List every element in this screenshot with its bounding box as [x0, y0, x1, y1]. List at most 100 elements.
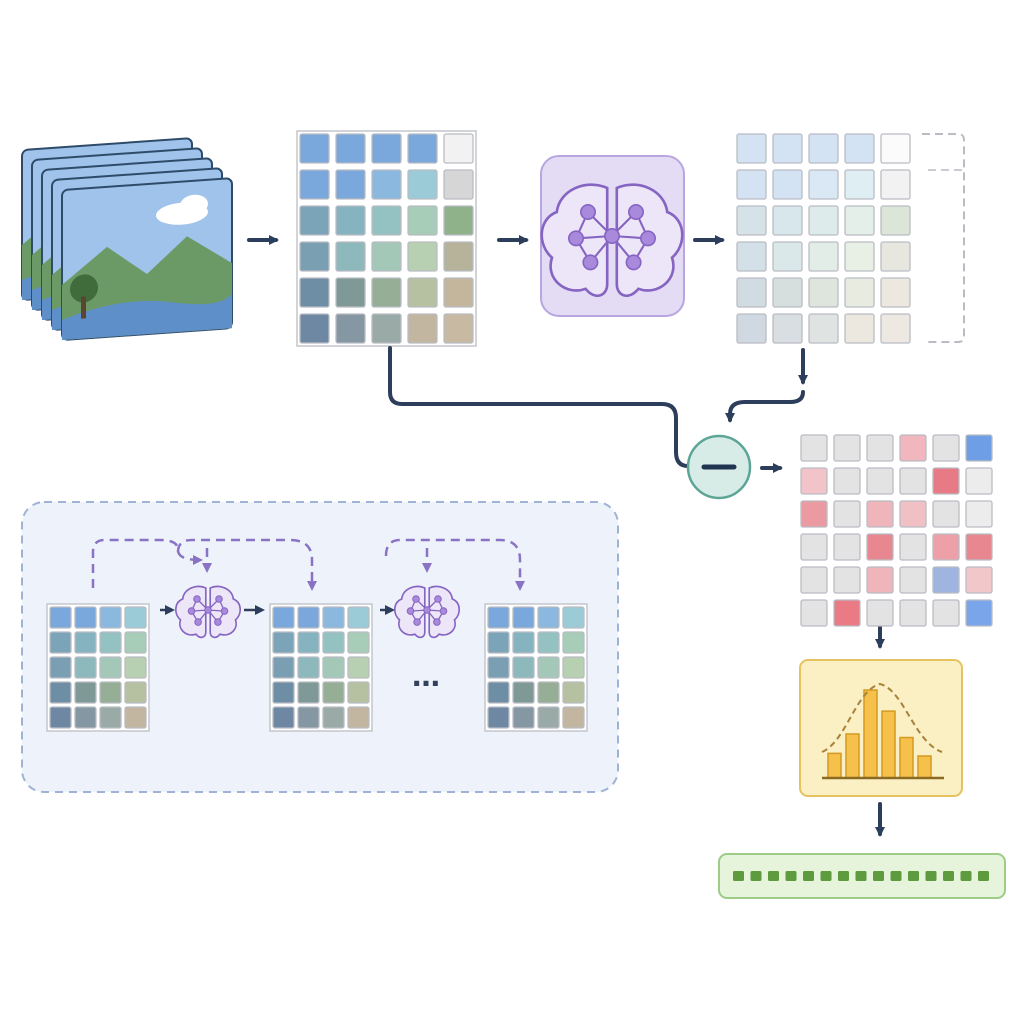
grid-cell — [124, 656, 147, 679]
grid-cell — [74, 606, 97, 629]
brain-node — [413, 618, 421, 626]
grid-cell — [833, 500, 861, 528]
input-image-stack — [21, 137, 233, 341]
grid-cell — [347, 681, 370, 704]
grid-cell — [562, 706, 585, 729]
brain-node — [580, 204, 596, 220]
subtract-operator — [686, 434, 752, 500]
grid-cell — [512, 606, 535, 629]
grid-cell — [347, 656, 370, 679]
grid-cell — [487, 606, 510, 629]
grid-cell — [99, 681, 122, 704]
grid-cell — [272, 631, 295, 654]
dashed-arrow-3 — [384, 538, 525, 591]
grid-cell — [932, 434, 960, 462]
grid-cell — [899, 533, 927, 561]
histogram-bar — [881, 710, 896, 779]
grid-cell — [512, 656, 535, 679]
grid-cell — [772, 169, 803, 200]
brain-icon — [540, 183, 684, 298]
grid-cell — [932, 533, 960, 561]
predicted-token-grid — [736, 133, 965, 344]
grid-cell — [833, 467, 861, 495]
grid-cell — [99, 706, 122, 729]
grid-cell — [371, 277, 402, 308]
grid-cell — [297, 656, 320, 679]
grid-cell — [537, 706, 560, 729]
brain-node — [194, 618, 202, 626]
grid-cell — [808, 241, 839, 272]
grid-cell — [772, 205, 803, 236]
brain-node — [640, 230, 656, 247]
grid-cell — [772, 133, 803, 164]
grid-cell — [932, 467, 960, 495]
grid-cell — [371, 205, 402, 236]
grid-cell — [99, 631, 122, 654]
grid-cell — [297, 606, 320, 629]
brain-node — [220, 607, 229, 615]
grid-cell — [736, 133, 767, 164]
grid-cell — [833, 566, 861, 594]
grid-cell — [800, 599, 828, 627]
arrow-grid-to-subtract — [388, 346, 690, 468]
output-bits — [733, 871, 989, 881]
brain-node — [214, 618, 222, 626]
grid-cell — [272, 681, 295, 704]
grid-cell — [800, 533, 828, 561]
grid-cell — [407, 133, 438, 164]
grid-cell — [844, 205, 875, 236]
grid-cell — [800, 467, 828, 495]
grid-cell — [562, 606, 585, 629]
grid-cell — [297, 681, 320, 704]
histogram-bars — [827, 689, 932, 779]
grid-cell — [808, 133, 839, 164]
brain-node — [193, 595, 201, 603]
histogram-bar — [845, 733, 860, 779]
grid-cell — [322, 681, 345, 704]
image-frame — [61, 177, 233, 341]
grid-cell — [800, 566, 828, 594]
histogram-box — [799, 659, 963, 797]
grid-cell — [866, 566, 894, 594]
grid-cell — [49, 706, 72, 729]
grid-cell — [49, 681, 72, 704]
sequence-grid-1 — [46, 603, 150, 732]
grid-cell — [443, 277, 474, 308]
grid-cell — [537, 681, 560, 704]
token-grid — [296, 130, 477, 347]
grid-cell — [736, 205, 767, 236]
lake-shape — [62, 293, 232, 340]
grid-cell — [880, 169, 911, 200]
grid-cell — [844, 277, 875, 308]
grid-cell — [347, 706, 370, 729]
grid-cell — [833, 599, 861, 627]
output-bit — [960, 871, 972, 881]
grid-cell — [443, 313, 474, 344]
brain-icon — [394, 585, 460, 639]
grid-cell — [407, 241, 438, 272]
grid-cell — [833, 434, 861, 462]
histogram-bar — [917, 755, 932, 779]
grid-cell — [512, 681, 535, 704]
grid-cell — [844, 241, 875, 272]
prediction-shift-bracket — [922, 133, 965, 343]
grid-cell — [562, 631, 585, 654]
grid-cell — [866, 467, 894, 495]
output-bit — [803, 871, 814, 881]
grid-cell — [487, 681, 510, 704]
grid-cell — [512, 706, 535, 729]
brain-node — [568, 230, 584, 247]
histogram-bar — [899, 736, 914, 779]
grid-cell — [371, 241, 402, 272]
grid-cell — [407, 169, 438, 200]
grid-cell — [322, 706, 345, 729]
grid-cell — [866, 599, 894, 627]
grid-cell — [272, 706, 295, 729]
grid-cell — [833, 533, 861, 561]
brain-node — [628, 204, 644, 220]
grid-cell — [808, 277, 839, 308]
arrow-prediction-to-subtract — [725, 390, 805, 423]
output-bit — [890, 871, 902, 881]
grid-cell — [512, 631, 535, 654]
